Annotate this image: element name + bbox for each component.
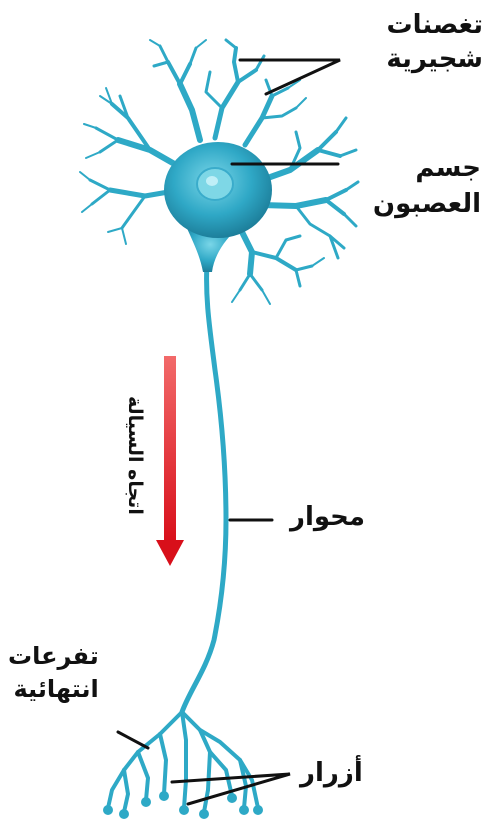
label-buttons-text: أزرار xyxy=(300,756,363,790)
label-cell-body-line1: جسم xyxy=(373,150,481,186)
leader-terminal xyxy=(118,732,148,748)
nucleolus xyxy=(206,176,218,186)
axon xyxy=(182,262,226,712)
label-axon: محوار xyxy=(290,500,365,534)
leader-dendrites xyxy=(240,60,340,94)
label-dendrites-line1: تغصنات xyxy=(386,8,483,42)
label-terminal-line1: تفرعات xyxy=(8,640,99,673)
label-terminal-line2: انتهائية xyxy=(8,673,99,706)
neuron-body xyxy=(164,142,272,712)
label-dendrites: تغصنات شجيرية xyxy=(386,8,483,76)
label-dendrites-line2: شجيرية xyxy=(386,42,483,76)
flow-direction-arrow xyxy=(156,356,184,566)
label-cell-body: جسم العصبون xyxy=(373,150,481,222)
label-axon-text: محوار xyxy=(290,500,365,534)
label-buttons: أزرار xyxy=(300,756,363,790)
label-terminal-branches: تفرعات انتهائية xyxy=(8,640,99,706)
label-flow-direction: اتجاه السيالة xyxy=(106,350,146,560)
label-cell-body-line2: العصبون xyxy=(373,186,481,222)
